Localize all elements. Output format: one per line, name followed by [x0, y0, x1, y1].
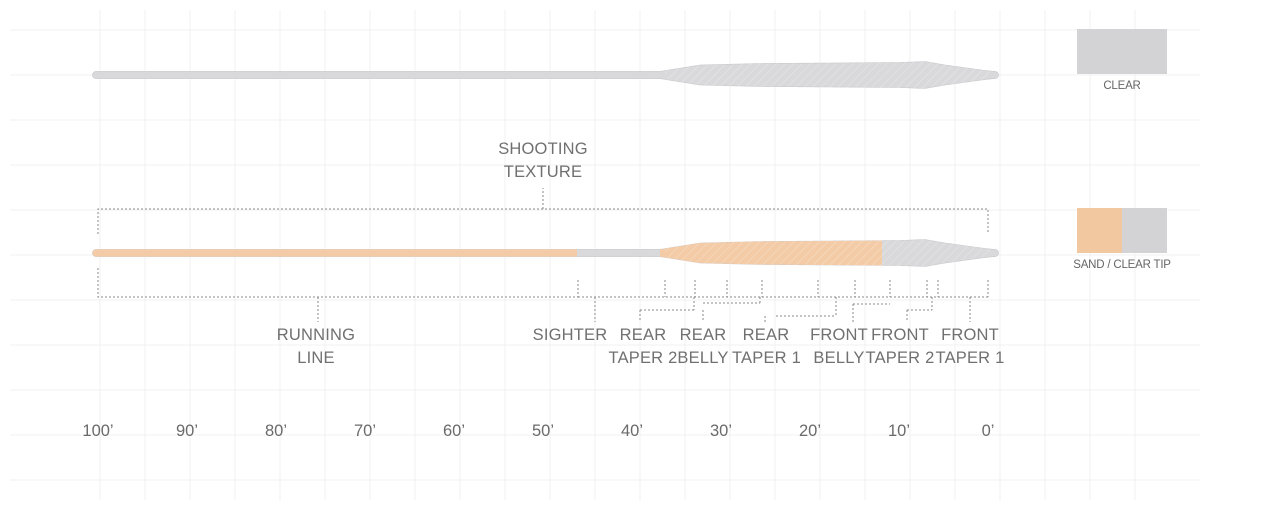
axis-tick: 20’: [798, 422, 822, 440]
axis-tick: 0’: [981, 422, 995, 440]
sand-line: [92, 239, 999, 267]
label-line-2: TAPER 1: [732, 349, 801, 367]
axis-tick: 80’: [264, 422, 288, 440]
clear-line: [92, 61, 999, 89]
axis-tick: 100’: [82, 422, 114, 440]
label-sighter: SIGHTER: [530, 324, 610, 347]
label-line-2: BELLY: [677, 349, 729, 367]
shooting-texture-label: SHOOTING TEXTURE: [483, 138, 603, 184]
legend-swatch-sand: [1077, 208, 1122, 253]
sand-line-texture: [665, 239, 990, 267]
label-line-1: RUNNING: [276, 326, 356, 344]
label-line-2: TAPER 2: [608, 349, 678, 367]
label-running-line: RUNNING LINE: [256, 324, 376, 370]
legend-label-clear: CLEAR: [1103, 80, 1141, 92]
label-line-1: FRONT: [810, 326, 868, 344]
axis-tick: 90’: [175, 422, 199, 440]
label-rear-taper-2: REAR TAPER 2: [606, 324, 680, 370]
label-line-1: SIGHTER: [532, 326, 608, 344]
shooting-texture-line-2: TEXTURE: [503, 163, 583, 181]
sand-line-sand-section: [92, 249, 577, 257]
axis-tick: 30’: [709, 422, 733, 440]
label-line-1: REAR: [742, 326, 790, 344]
label-front-taper-1: FRONT TAPER 1: [934, 324, 1006, 370]
label-line-2: BELLY: [813, 349, 865, 367]
axis-tick: 70’: [353, 422, 377, 440]
shooting-texture-line-1: SHOOTING: [498, 140, 588, 158]
legend-swatch-clear-tip: [1122, 208, 1167, 253]
axis-tick: 10’: [887, 422, 911, 440]
axis-tick: 60’: [442, 422, 466, 440]
label-line-1: REAR: [679, 326, 727, 344]
section-brackets: [97, 188, 989, 322]
bracket-shooting-texture: [97, 208, 989, 234]
label-rear-taper-1: REAR TAPER 1: [732, 324, 801, 370]
label-line-1: FRONT: [941, 326, 999, 344]
label-line-2: TAPER 2: [865, 349, 935, 367]
label-front-taper-2: FRONT TAPER 2: [864, 324, 936, 370]
label-line-1: REAR: [619, 326, 667, 344]
axis-tick: 40’: [620, 422, 644, 440]
bracket-running-line: [97, 268, 579, 298]
axis-tick: 50’: [531, 422, 555, 440]
label-front-belly: FRONT BELLY: [806, 324, 872, 370]
label-line-1: FRONT: [871, 326, 929, 344]
legend-label-sand-clear-tip: SAND / CLEAR TIP: [1073, 259, 1171, 271]
label-line-2: TAPER 1: [935, 349, 1005, 367]
label-rear-belly: REAR BELLY: [673, 324, 733, 370]
label-line-2: LINE: [297, 349, 335, 367]
legend-swatch-clear: [1077, 29, 1167, 74]
clear-line-texture: [665, 61, 990, 89]
